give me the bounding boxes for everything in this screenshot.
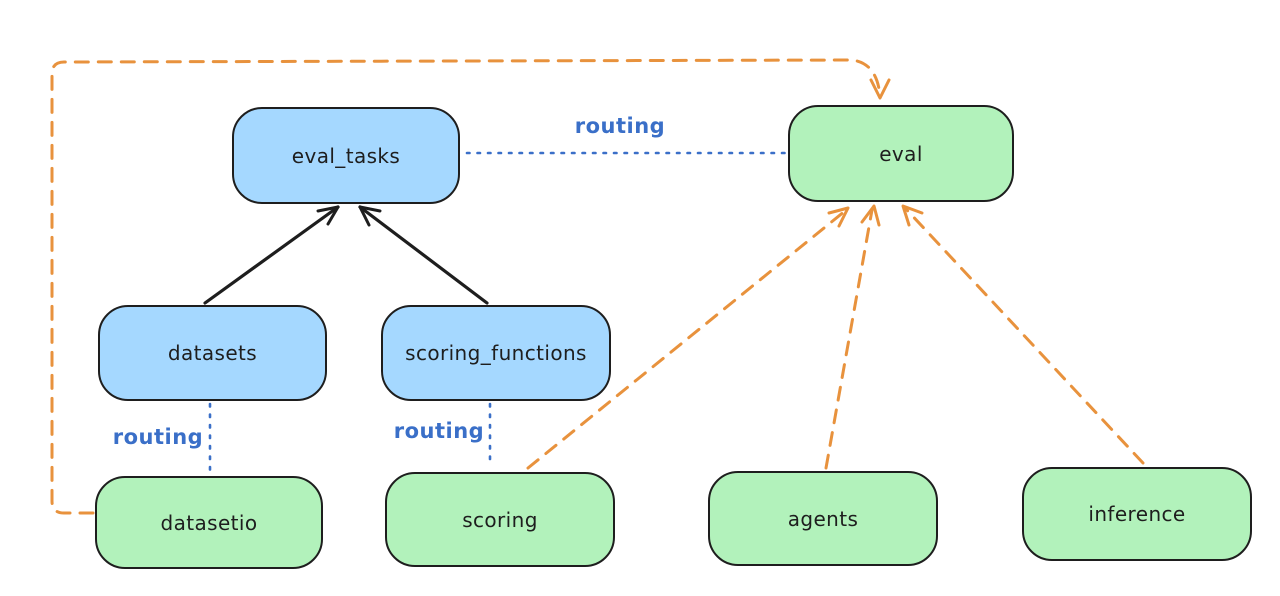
edge-datasets-to-eval-tasks [203,205,340,305]
node-label: eval [879,141,923,166]
arrowhead-datasets-to-eval-tasks [316,205,340,226]
node-agents: agents [708,471,938,566]
node-label: scoring [462,507,538,532]
edge-label-routing-scoring-functions-scoring: routing [393,419,485,443]
edge-agents-to-eval [824,208,874,470]
node-label: agents [787,506,859,531]
edge-inference-to-eval [904,207,1145,465]
node-label: datasets [167,341,258,365]
arrowhead-inference-to-eval [901,204,924,227]
edge-label-routing-eval-tasks-eval: routing [574,114,666,138]
arrowhead-datasetio-to-eval [869,78,891,100]
edge-scoring-functions-to-eval-tasks [358,205,489,305]
edge-datasetio-to-eval [50,58,882,515]
node-inference: inference [1022,467,1252,561]
node-label: datasetio [160,510,258,535]
node-scoring-functions: scoring_functions [381,305,611,401]
arrowhead-scoring-functions-to-eval-tasks [358,205,382,227]
edge-scoring-to-eval [526,209,847,470]
node-scoring: scoring [385,472,615,567]
arrowhead-scoring-to-eval [827,206,850,228]
node-label: scoring_functions [405,341,587,365]
node-eval: eval [788,105,1014,202]
arrowhead-agents-to-eval [860,204,881,227]
node-label: inference [1088,502,1186,526]
node-datasetio: datasetio [95,476,323,569]
node-datasets: datasets [98,305,327,401]
edge-label-routing-datasets-datasetio: routing [112,425,204,449]
node-label: eval_tasks [291,143,401,168]
node-eval-tasks: eval_tasks [232,107,460,204]
